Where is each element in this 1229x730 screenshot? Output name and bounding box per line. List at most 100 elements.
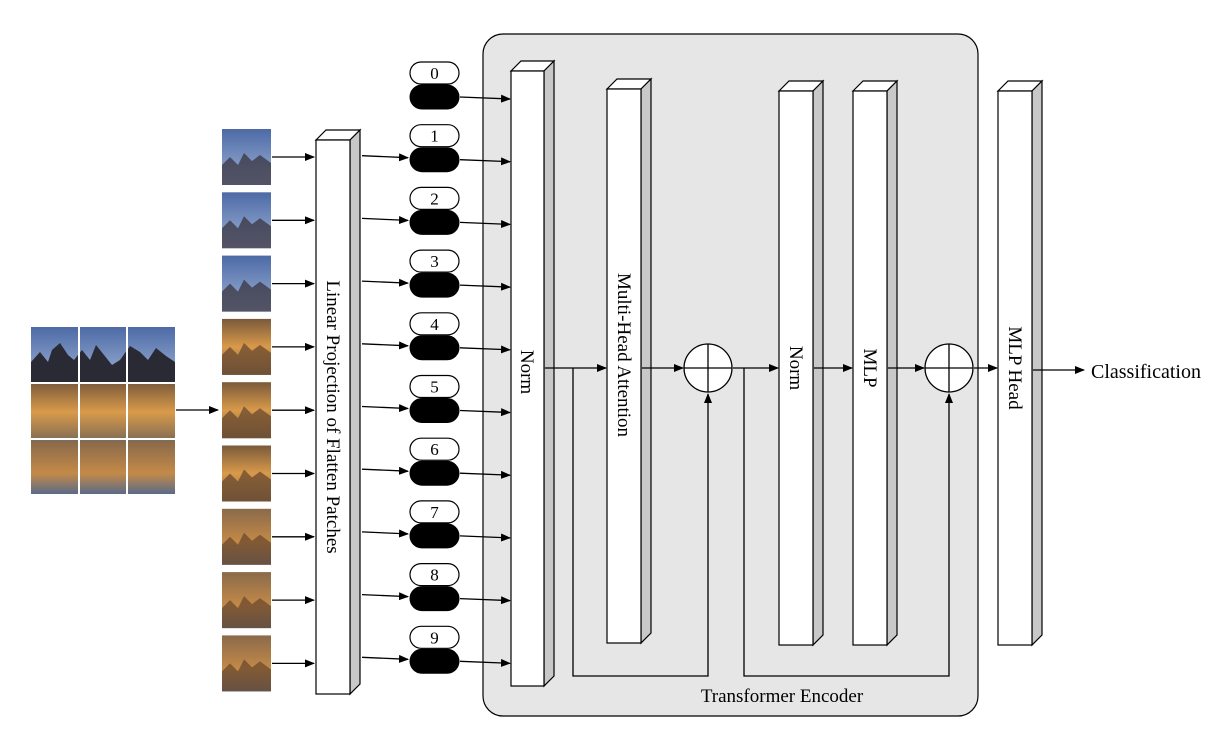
token-8: 8 bbox=[409, 562, 460, 612]
projection-to-token-arrow bbox=[361, 404, 409, 413]
position-index: 6 bbox=[430, 440, 439, 459]
image-patch-detail bbox=[222, 279, 271, 312]
token-7: 7 bbox=[409, 500, 460, 549]
transformer-encoder-label: Transformer Encoder bbox=[701, 686, 864, 707]
position-index: 1 bbox=[430, 127, 439, 146]
position-embedding bbox=[409, 437, 460, 461]
patch-embedding bbox=[409, 523, 460, 549]
position-index: 2 bbox=[430, 189, 439, 208]
patch-embedding bbox=[409, 272, 460, 298]
projection-to-token-arrow bbox=[361, 153, 409, 162]
token-to-norm-arrow bbox=[459, 533, 511, 542]
token-to-norm-arrow bbox=[459, 282, 511, 291]
image-patch-detail bbox=[222, 532, 271, 565]
mlp-block-front bbox=[852, 90, 888, 646]
mlp-head-block-side bbox=[1031, 79, 1043, 647]
mlp-block: MLP bbox=[851, 79, 899, 647]
norm-block-1-front bbox=[510, 70, 545, 687]
token-4: 4 bbox=[409, 312, 460, 361]
position-embedding bbox=[409, 562, 460, 587]
mlp-head-block-label: MLP Head bbox=[1004, 326, 1025, 410]
position-embedding bbox=[409, 625, 460, 649]
projection-to-token-arrow bbox=[361, 278, 409, 287]
position-index: 5 bbox=[430, 378, 439, 397]
image-patch bbox=[222, 129, 271, 185]
linear-projection-block: Linear Projection of Flatten Patches bbox=[314, 128, 362, 696]
token-to-norm-arrow bbox=[459, 470, 511, 479]
patch-embedding bbox=[409, 209, 460, 235]
norm-block-1-side bbox=[543, 59, 555, 688]
residual-skip-1 bbox=[572, 368, 712, 677]
token-to-norm-arrow bbox=[459, 658, 511, 667]
image-patch-detail bbox=[222, 153, 271, 185]
patch-embedding bbox=[409, 147, 460, 173]
norm-block-2: Norm bbox=[777, 79, 825, 647]
image-patch-detail bbox=[222, 469, 271, 502]
mlp-block-side bbox=[886, 79, 898, 647]
linear-projection-side bbox=[349, 128, 361, 696]
position-embedding bbox=[409, 186, 460, 210]
token-1: 1 bbox=[409, 124, 460, 173]
token-5: 5 bbox=[409, 374, 460, 423]
attention-block-side bbox=[640, 77, 652, 645]
image-patch bbox=[222, 192, 271, 249]
position-index: 8 bbox=[430, 566, 439, 585]
image-patch bbox=[222, 382, 271, 439]
token-to-norm-arrow bbox=[459, 94, 511, 103]
token-6: 6 bbox=[409, 437, 460, 486]
position-embedding bbox=[409, 500, 460, 524]
position-index: 9 bbox=[430, 628, 439, 647]
image-patch bbox=[222, 255, 271, 312]
position-embedding bbox=[409, 249, 460, 273]
token-3: 3 bbox=[409, 249, 460, 298]
position-embedding bbox=[409, 312, 460, 336]
token-0: 0 bbox=[409, 61, 460, 110]
mlp-head-block: MLP Head bbox=[996, 79, 1044, 647]
patch-embedding bbox=[409, 586, 460, 612]
token-9: 9 bbox=[409, 625, 460, 674]
attention-block: Multi-Head Attention bbox=[605, 77, 653, 645]
image-patch bbox=[222, 572, 271, 629]
source-image bbox=[31, 327, 175, 494]
image-patch-detail bbox=[222, 342, 271, 375]
patch-column bbox=[222, 129, 315, 692]
position-index: 4 bbox=[430, 315, 439, 334]
mlp-block-label: MLP bbox=[859, 348, 880, 387]
token-column: 0 1 2 3 4 5 6 7 8 9 bbox=[361, 61, 511, 674]
norm-block-2-label: Norm bbox=[785, 346, 806, 391]
source-image-facades bbox=[31, 382, 175, 442]
image-patch-detail bbox=[222, 406, 271, 439]
image-patch bbox=[222, 635, 271, 692]
image-patch bbox=[222, 318, 271, 375]
linear-projection-front bbox=[315, 139, 351, 695]
image-patch bbox=[222, 445, 271, 502]
image-patch bbox=[222, 508, 271, 565]
projection-to-token-arrow bbox=[361, 466, 409, 475]
patch-embedding bbox=[409, 84, 460, 110]
source-image-reflection bbox=[31, 442, 175, 494]
patch-embedding bbox=[409, 335, 460, 361]
projection-to-token-arrow bbox=[361, 592, 409, 601]
classification-label: Classification bbox=[1091, 361, 1201, 383]
source-image-rooftops bbox=[31, 343, 175, 382]
token-to-norm-arrow bbox=[459, 345, 511, 354]
position-embedding bbox=[409, 374, 460, 399]
attention-block-front bbox=[606, 88, 642, 644]
position-embedding bbox=[409, 124, 460, 148]
residual-add-node-2 bbox=[924, 343, 974, 393]
linear-projection-label: Linear Projection of Flatten Patches bbox=[322, 280, 343, 553]
norm-block-2-side bbox=[812, 79, 824, 647]
token-2: 2 bbox=[409, 186, 460, 235]
norm-block-1-label: Norm bbox=[516, 350, 537, 395]
projection-to-token-arrow bbox=[361, 216, 409, 225]
token-to-norm-arrow bbox=[459, 408, 511, 417]
image-patch-detail bbox=[222, 216, 271, 249]
projection-to-token-arrow bbox=[361, 341, 409, 350]
position-index: 7 bbox=[430, 503, 439, 522]
mlp-head-block-front bbox=[997, 90, 1033, 646]
attention-block-label: Multi-Head Attention bbox=[613, 273, 634, 438]
image-patch-detail bbox=[222, 659, 271, 692]
position-index: 0 bbox=[430, 64, 439, 83]
position-embedding bbox=[409, 61, 460, 85]
